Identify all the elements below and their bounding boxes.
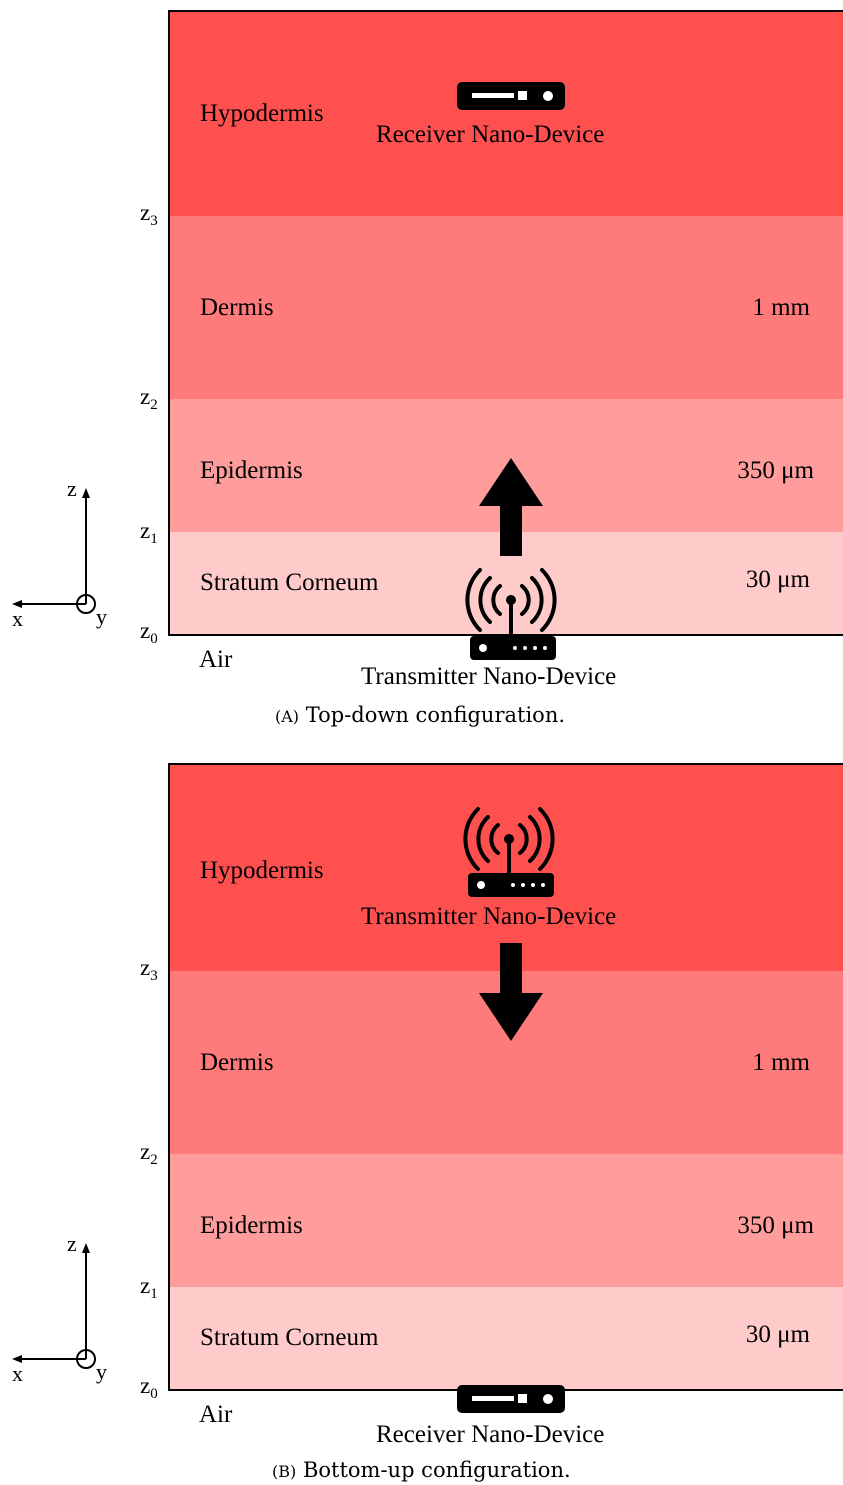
layer-label-stratum: Stratum Corneum bbox=[200, 1324, 379, 1351]
router-icon bbox=[457, 1385, 565, 1413]
thickness-dermis: 1 mm bbox=[752, 1049, 810, 1076]
axis-icon bbox=[12, 1243, 96, 1369]
layer-label-epidermis: Epidermis bbox=[200, 1212, 303, 1239]
air-label: Air bbox=[199, 646, 233, 673]
layer-dermis: Dermis 1 mm bbox=[170, 216, 843, 399]
axis-x-label: x bbox=[12, 606, 23, 631]
z0-label: z0 bbox=[140, 1373, 158, 1402]
axis-x-label: x bbox=[12, 1361, 23, 1386]
caption-a: (A) Top-down configuration. bbox=[275, 703, 566, 727]
z1-label: z1 bbox=[140, 1273, 158, 1302]
figure-top-down: Hypodermis Dermis 1 mm Epidermis 350 μm … bbox=[0, 0, 843, 740]
layer-label-dermis: Dermis bbox=[200, 294, 274, 321]
receiver-label: Receiver Nano-Device bbox=[376, 121, 605, 148]
z1-label: z1 bbox=[140, 518, 158, 547]
arrow-down-icon bbox=[479, 943, 543, 1041]
thickness-stratum: 30 μm bbox=[745, 566, 810, 593]
thickness-dermis: 1 mm bbox=[752, 294, 810, 321]
axis-z-label: z bbox=[67, 1231, 77, 1256]
axis-y-label: y bbox=[96, 604, 107, 629]
receiver-label: Receiver Nano-Device bbox=[376, 1421, 605, 1448]
layer-label-hypodermis: Hypodermis bbox=[200, 857, 324, 884]
caption-b: (B) Bottom-up configuration. bbox=[272, 1458, 571, 1482]
axis-icon bbox=[12, 488, 96, 614]
thickness-epidermis: 350 μm bbox=[737, 457, 814, 484]
router-icon bbox=[457, 82, 565, 110]
z2-label: z2 bbox=[140, 1139, 158, 1168]
layer-label-epidermis: Epidermis bbox=[200, 457, 303, 484]
z3-label: z3 bbox=[140, 200, 158, 229]
skin-layers-frame: Hypodermis Dermis 1 mm Epidermis 350 μm … bbox=[168, 763, 843, 1391]
layer-hypodermis: Hypodermis bbox=[170, 765, 843, 971]
layer-label-hypodermis: Hypodermis bbox=[200, 100, 324, 127]
air-label: Air bbox=[199, 1401, 233, 1428]
z0-label: z0 bbox=[140, 618, 158, 647]
transmitter-label: Transmitter Nano-Device bbox=[361, 903, 617, 930]
layer-label-stratum: Stratum Corneum bbox=[200, 569, 379, 596]
thickness-stratum: 30 μm bbox=[745, 1321, 810, 1348]
axis-z-label: z bbox=[67, 476, 77, 501]
layer-label-dermis: Dermis bbox=[200, 1049, 274, 1076]
z2-label: z2 bbox=[140, 384, 158, 413]
antenna-router-icon bbox=[463, 807, 555, 897]
layer-stratum-corneum: Stratum Corneum 30 μm bbox=[170, 1287, 843, 1389]
layer-hypodermis: Hypodermis bbox=[170, 12, 843, 216]
thickness-epidermis: 350 μm bbox=[737, 1212, 814, 1239]
antenna-router-icon bbox=[465, 568, 557, 660]
z3-label: z3 bbox=[140, 955, 158, 984]
arrow-up-icon bbox=[479, 458, 543, 556]
antenna-waves-icon bbox=[465, 568, 557, 632]
antenna-waves-icon bbox=[463, 807, 555, 871]
figure-bottom-up: Hypodermis Dermis 1 mm Epidermis 350 μm … bbox=[0, 755, 843, 1485]
layer-epidermis: Epidermis 350 μm bbox=[170, 1154, 843, 1287]
axis-y-label: y bbox=[96, 1359, 107, 1384]
transmitter-label: Transmitter Nano-Device bbox=[361, 663, 617, 690]
